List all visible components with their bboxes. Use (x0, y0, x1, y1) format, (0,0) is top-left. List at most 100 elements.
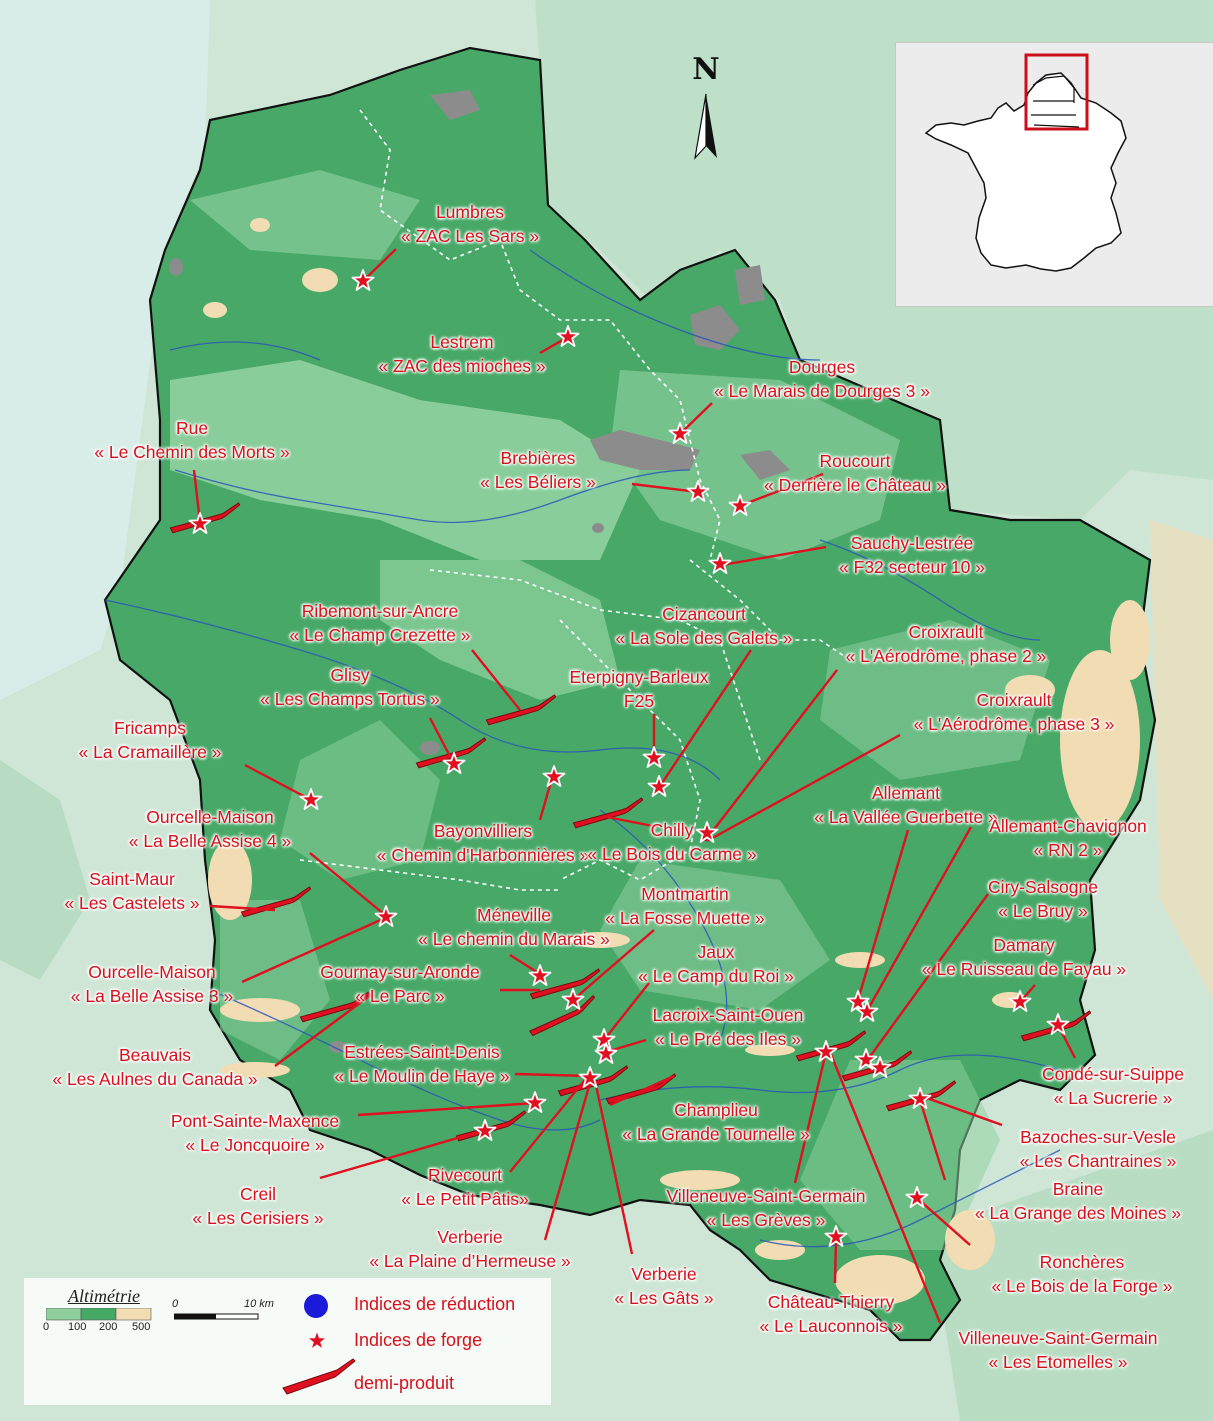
site-name: Croixrault (976, 690, 1052, 710)
site-name: Braine (1052, 1179, 1104, 1199)
site-locality: « Le Joncquoire » (185, 1135, 325, 1155)
site-label: Sauchy-Lestrée « F32 secteur 10 » (839, 531, 985, 579)
site-locality: « Le Bois du Carme » (587, 844, 757, 864)
site-name: Estrées-Saint-Denis (344, 1042, 500, 1062)
site-name: Fricamps (114, 718, 186, 738)
site-label: Ronchères« Le Bois de la Forge » (992, 1250, 1173, 1298)
site-label: Dourges « Le Marais de Dourges 3 » (714, 355, 930, 403)
scale-start-label: 0 (172, 1298, 179, 1310)
site-name: Allemant-Chavignon (989, 816, 1147, 836)
site-locality: « Les Aulnes du Canada » (52, 1069, 258, 1089)
site-locality: « Le Parc » (355, 986, 445, 1006)
site-name: Croixrault (908, 622, 984, 642)
sea (0, 0, 210, 700)
legend-demiproduit-label: demi-produit (354, 1373, 455, 1393)
site-name: Roucourt (819, 451, 891, 471)
site-locality: « F32 secteur 10 » (839, 557, 985, 577)
north-arrow-icon (706, 94, 717, 158)
site-label: Ourcelle-Maison« La Belle Assise 4 » (129, 805, 291, 853)
site-label: Cizancourt « La Sole des Galets » (615, 602, 792, 650)
site-label: Bazoches-sur-Vesle« Les Chantraines » (1020, 1125, 1177, 1173)
site-locality: « La Plaine d’Hermeuse » (369, 1251, 571, 1271)
site-name: Lacroix-Saint-Ouen (652, 1005, 804, 1025)
site-locality: « Le Champ Crezette » (289, 625, 471, 645)
reduction-symbol (304, 1294, 328, 1318)
site-locality: « Les Cerisiers » (192, 1208, 324, 1228)
altitude-tick: 100 (68, 1321, 87, 1333)
altitude-swatch-high (115, 1308, 152, 1321)
site-label: Saint-Maur« Les Castelets » (64, 867, 199, 915)
site-name: Villeneuve-Saint-Germain (666, 1186, 866, 1206)
site-label: Montmartin« La Fosse Muette » (605, 882, 765, 930)
altitude-tick: 0 (43, 1321, 50, 1333)
site-locality: « RN 2 » (1033, 840, 1103, 860)
legend: Altimétrie 0 100 200 500 0 10 km Indices… (24, 1278, 551, 1405)
site-locality: « Le Camp du Roi » (638, 966, 794, 986)
site-name: Lestrem (430, 332, 494, 352)
site-name: Dourges (788, 357, 856, 377)
site-label: Lumbres« ZAC Les Sars » (401, 200, 539, 248)
inset-map-france (895, 42, 1213, 307)
site-locality: « Le Chemin des Morts » (94, 442, 290, 462)
site-label: Château-Thierry« Le Lauconnois » (759, 1290, 902, 1338)
site-label: Champlieu« La Grande Tournelle » (622, 1098, 809, 1146)
site-locality: « La Grange des Moines » (974, 1203, 1182, 1223)
site-locality: « Derrière le Château » (764, 475, 946, 495)
site-name: Jaux (697, 942, 735, 962)
site-locality: « La Belle Assise 4 » (128, 831, 292, 851)
site-locality: « Le chemin du Marais » (418, 929, 610, 949)
site-name: Bayonvilliers (433, 821, 533, 841)
site-label: Fricamps « La Cramaillère » (79, 716, 222, 764)
site-name: Damary (993, 935, 1055, 955)
france-outline (924, 72, 1127, 272)
site-name: Champlieu (674, 1100, 758, 1120)
site-label: Lacroix-Saint-Ouen « Le Pré des Iles » (653, 1003, 804, 1051)
highland-areas (203, 218, 1150, 1305)
site-label: Jaux « Le Camp du Roi » (638, 940, 794, 988)
site-name: Villeneuve-Saint-Germain (958, 1328, 1158, 1348)
site-label: Verberie « La Plaine d’Hermeuse » (369, 1225, 570, 1273)
site-locality: « La Cramaillère » (78, 742, 222, 762)
rivers (104, 249, 1061, 1248)
site-name: Lumbres (435, 202, 505, 222)
site-locality: « La Sole des Galets » (615, 628, 793, 648)
site-name: Creil (240, 1184, 276, 1204)
inset-region-lines (1031, 75, 1080, 128)
north-arrow: N (683, 52, 729, 167)
site-name: Montmartin (641, 884, 729, 904)
site-locality: « L'Aérodrôme, phase 3 » (913, 714, 1115, 734)
legend-reduction-label: Indices de réduction (354, 1294, 516, 1314)
site-locality: « Le Moulin de Haye » (334, 1066, 510, 1086)
site-name: Cizancourt (662, 604, 746, 624)
site-locality: « ZAC des mioches » (378, 356, 546, 376)
site-label: Condé-sur-Suippe« La Sucrerie » (1042, 1062, 1184, 1110)
site-name: Château-Thierry (767, 1292, 895, 1312)
site-locality: « Chemin d'Harbonnières » (376, 845, 590, 865)
site-label: Pont-Sainte-Maxence« Le Joncquoire » (171, 1109, 339, 1157)
forge-symbol (306, 1329, 328, 1351)
site-name: Eterpigny-Barleux (569, 667, 709, 687)
site-name: Ourcelle-Maison (88, 962, 216, 982)
outside-relief (1150, 520, 1213, 1000)
site-name: Ciry-Salsogne (988, 877, 1098, 897)
site-label: Rue« Le Chemin des Morts » (94, 416, 290, 464)
site-label: Damary« Le Ruisseau de Fayau » (922, 933, 1126, 981)
site-name: Ribemont-sur-Ancre (301, 601, 459, 621)
site-label: Glisy« Les Champs Tortus » (260, 663, 440, 711)
leader-lines (192, 248, 1077, 1324)
site-name: Verberie (437, 1227, 503, 1247)
site-name: Sauchy-Lestrée (850, 533, 974, 553)
site-label: Méneville« Le chemin du Marais » (418, 903, 610, 951)
site-locality: « Le Marais de Dourges 3 » (714, 381, 930, 401)
site-name: Rivecourt (428, 1165, 502, 1185)
site-label: Roucourt « Derrière le Château » (764, 449, 946, 497)
site-label: Gournay-sur-Aronde« Le Parc » (320, 960, 480, 1008)
site-locality: « La Vallée Guerbette » (814, 807, 998, 827)
urban-areas (169, 90, 790, 1053)
site-locality: « Les Etomelles » (988, 1352, 1128, 1372)
site-locality: « Le Pré des Iles » (655, 1029, 801, 1049)
site-locality: « Le Bruy » (998, 901, 1088, 921)
north-label: N (692, 52, 720, 87)
site-name: Ronchères (1039, 1252, 1125, 1272)
